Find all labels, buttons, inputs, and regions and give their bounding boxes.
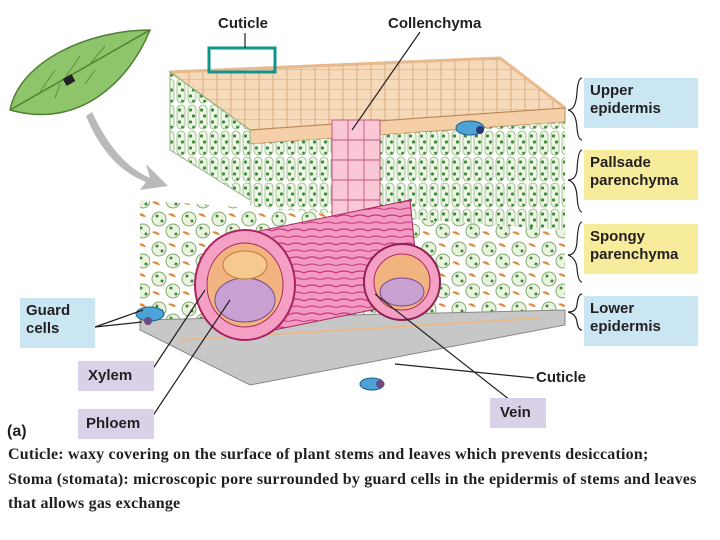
panel-label: (a) [7, 423, 27, 441]
label-cuticle-top: Cuticle [218, 15, 268, 33]
label-spongy: Spongy parenchyma [584, 224, 698, 274]
caption-line-stoma: Stoma (stomata): microscopic pore surrou… [8, 468, 714, 517]
vein-detail-circle [364, 244, 440, 320]
label-guard-cells: Guard cells [20, 298, 95, 348]
caption: Cuticle: waxy covering on the surface of… [8, 443, 714, 517]
label-vein: Vein [490, 398, 546, 428]
zoom-arrow-icon [86, 112, 168, 190]
label-palisade: Pallsade parenchyma [584, 150, 698, 200]
label-lower-epidermis: Lower epidermis [584, 296, 698, 346]
stoma-lower-right-icon [360, 378, 384, 390]
label-upper-epidermis: Upper epidermis [584, 78, 698, 128]
stoma-upper-icon [456, 121, 484, 135]
leaf-icon [10, 30, 150, 115]
caption-line-cuticle: Cuticle: waxy covering on the surface of… [8, 443, 714, 468]
label-collenchyma: Collenchyma [388, 15, 481, 33]
label-phloem: Phloem [78, 409, 154, 439]
label-cuticle-bottom: Cuticle [536, 369, 586, 387]
label-xylem: Xylem [78, 361, 154, 391]
